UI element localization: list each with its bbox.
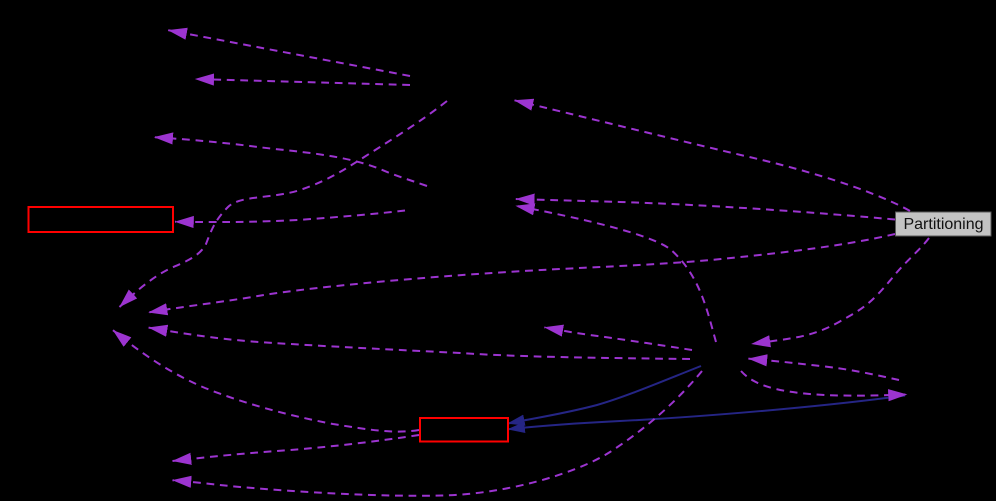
svg-text:Partitioning: Partitioning (903, 216, 983, 233)
